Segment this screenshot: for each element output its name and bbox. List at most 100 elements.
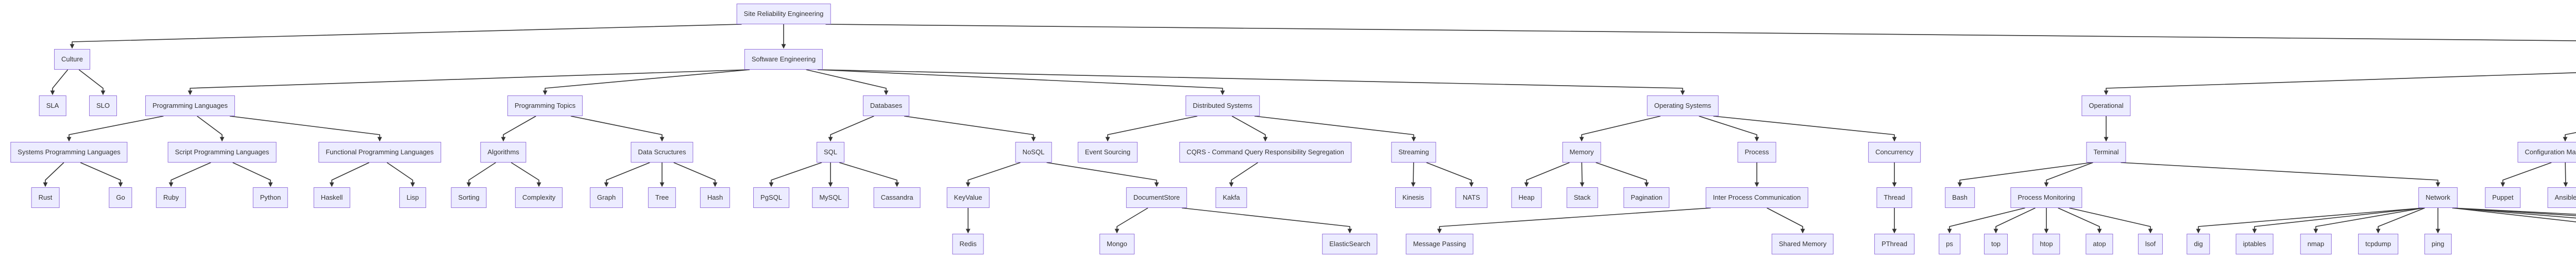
tree-node-lsof: lsof bbox=[2138, 234, 2163, 254]
tree-node-ruby: Ruby bbox=[156, 187, 187, 208]
edge-sre-to-operations bbox=[825, 24, 2576, 41]
tree-node-streaming: Streaming bbox=[1391, 142, 1436, 163]
tree-node-dig: dig bbox=[2187, 234, 2210, 254]
tree-node-redis: Redis bbox=[952, 234, 984, 254]
edge-network-to-traceroute bbox=[2452, 207, 2576, 219]
tree-node-concurrency: Concurrency bbox=[1868, 142, 1921, 163]
tree-node-nats: NATS bbox=[1455, 187, 1487, 208]
edge-process_monitoring-to-top bbox=[1993, 207, 2036, 234]
tree-node-graph: Graph bbox=[589, 187, 623, 208]
edge-ipc-to-shared_memory bbox=[1767, 207, 1805, 234]
tree-node-thread: Thread bbox=[1876, 187, 1912, 208]
edge-distributed_systems-to-streaming bbox=[1254, 116, 1416, 142]
tree-node-bash: Bash bbox=[1945, 187, 1975, 208]
tree-node-data_structures: Data Scructures bbox=[631, 142, 693, 163]
tree-node-go: Go bbox=[109, 187, 132, 208]
edge-streaming-to-nats bbox=[1426, 162, 1474, 187]
edge-sre-to-culture bbox=[70, 24, 742, 49]
edge-streaming-to-kinesis bbox=[1411, 162, 1416, 187]
tree-node-event_sourcing: Event Sourcing bbox=[1077, 142, 1138, 163]
tree-node-distributed_systems: Distributed Systems bbox=[1185, 95, 1260, 116]
edge-memory-to-heap bbox=[1524, 162, 1570, 187]
tree-node-rust: Rust bbox=[31, 187, 60, 208]
tree-node-sql: SQL bbox=[816, 142, 845, 163]
edge-documentstore-to-elasticsearch bbox=[1181, 207, 1352, 234]
edge-software_engineering-to-databases bbox=[806, 69, 889, 95]
tree-node-programming_topics: Programming Topics bbox=[507, 95, 583, 116]
tree-node-cassandra: Cassandra bbox=[873, 187, 921, 208]
tree-node-ipc: Inter Process Communication bbox=[1705, 187, 1808, 208]
tree-node-mongo: Mongo bbox=[1099, 234, 1134, 254]
edge-software_engineering-to-distributed_systems bbox=[817, 69, 1225, 95]
tree-node-stack: Stack bbox=[1566, 187, 1598, 208]
tree-node-haskell: Haskell bbox=[313, 187, 350, 208]
edge-operating_systems-to-memory bbox=[1579, 116, 1661, 142]
edge-process_monitoring-to-atop bbox=[2058, 207, 2102, 234]
tree-node-sorting: Sorting bbox=[451, 187, 487, 208]
edge-cqrs-to-kakfa bbox=[1229, 162, 1258, 187]
tree-node-culture: Culture bbox=[54, 49, 90, 70]
edge-distributed_systems-to-cqrs bbox=[1231, 116, 1268, 142]
edge-software_engineering-to-programming_languages bbox=[188, 69, 750, 95]
edge-data_structures-to-graph bbox=[604, 162, 650, 187]
tree-node-ping: ping bbox=[2424, 234, 2452, 254]
tree-node-nmap: nmap bbox=[2300, 234, 2332, 254]
tree-node-systems_programming_languages: Systems Programming Languages bbox=[10, 142, 128, 163]
tree-node-keyvalue: KeyValue bbox=[946, 187, 990, 208]
edge-documentstore-to-mongo bbox=[1114, 207, 1148, 234]
edge-terminal-to-process_monitoring bbox=[2044, 162, 2093, 187]
tree-node-iptables: iptables bbox=[2235, 234, 2274, 254]
edge-software_engineering-to-programming_topics bbox=[543, 69, 750, 95]
edge-network-to-nmap bbox=[2313, 207, 2424, 234]
edge-operations-to-operational bbox=[2104, 72, 2576, 95]
edge-nosql-to-keyvalue bbox=[965, 162, 1021, 187]
tree-node-ansible: Ansible bbox=[2547, 187, 2576, 208]
edge-software_engineering-to-operating_systems bbox=[817, 69, 1685, 95]
tree-node-process_monitoring: Process Monitoring bbox=[2010, 187, 2082, 208]
tree-node-pgsql: PgSQL bbox=[753, 187, 789, 208]
tree-node-terminal: Terminal bbox=[2086, 142, 2126, 163]
edge-operating_systems-to-concurrency bbox=[1713, 116, 1897, 142]
edge-terminal-to-bash bbox=[1957, 162, 2092, 187]
edge-script_programming_languages-to-ruby bbox=[168, 162, 211, 187]
tree-node-pagination: Pagination bbox=[1623, 187, 1670, 208]
tree-node-complexity: Complexity bbox=[515, 187, 563, 208]
edge-network-to-tcpdump bbox=[2376, 207, 2425, 234]
tree-node-kakfa: Kakfa bbox=[1215, 187, 1247, 208]
edge-data_structures-to-hash bbox=[673, 162, 718, 187]
tree-node-top: top bbox=[1984, 234, 2008, 254]
tree-node-algorithms: Algorithms bbox=[480, 142, 527, 163]
tree-node-ps: ps bbox=[1939, 234, 1960, 254]
tree-node-puppet: Puppet bbox=[2485, 187, 2521, 208]
tree-node-operational: Operational bbox=[2081, 95, 2131, 116]
tree-node-documentstore: DocumentStore bbox=[1126, 187, 1188, 208]
tree-node-operating_systems: Operating Systems bbox=[1647, 95, 1719, 116]
edge-operating_systems-to-process bbox=[1699, 116, 1759, 142]
tree-node-mysql: MySQL bbox=[812, 187, 849, 208]
tree-node-network: Network bbox=[2418, 187, 2458, 208]
tree-node-cqrs: CQRS - Command Query Responsibility Segr… bbox=[1179, 142, 1351, 163]
tree-node-slo: SLO bbox=[89, 95, 117, 116]
edge-memory-to-pagination bbox=[1596, 162, 1649, 187]
tree-node-message_passing: Message Passing bbox=[1405, 234, 1473, 254]
edge-distributed_systems-to-event_sourcing bbox=[1105, 116, 1198, 142]
edge-infrastructure_as_code-to-configuration_management bbox=[2563, 132, 2576, 142]
tree-node-shared_memory: Shared Memory bbox=[1771, 234, 1834, 254]
edge-process_monitoring-to-lsof bbox=[2069, 207, 2153, 234]
edge-databases-to-sql bbox=[828, 116, 874, 142]
tree-node-functional_programming_languages: Functional Programming Languages bbox=[318, 142, 441, 163]
tree-node-memory: Memory bbox=[1562, 142, 1601, 163]
edge-nosql-to-documentstore bbox=[1046, 162, 1159, 187]
tree-node-script_programming_languages: Script Programming Languages bbox=[167, 142, 277, 163]
tree-node-hash: Hash bbox=[700, 187, 731, 208]
tree-node-lisp: Lisp bbox=[399, 187, 426, 208]
tree-node-nosql: NoSQL bbox=[1015, 142, 1052, 163]
edge-network-to-iptables bbox=[2252, 207, 2424, 234]
tree-node-software_engineering: Software Engineering bbox=[744, 49, 823, 70]
edge-systems_programming_languages-to-go bbox=[80, 162, 123, 187]
edge-network-to-airodump bbox=[2452, 207, 2576, 215]
edge-sql-to-pgsql bbox=[769, 162, 822, 187]
